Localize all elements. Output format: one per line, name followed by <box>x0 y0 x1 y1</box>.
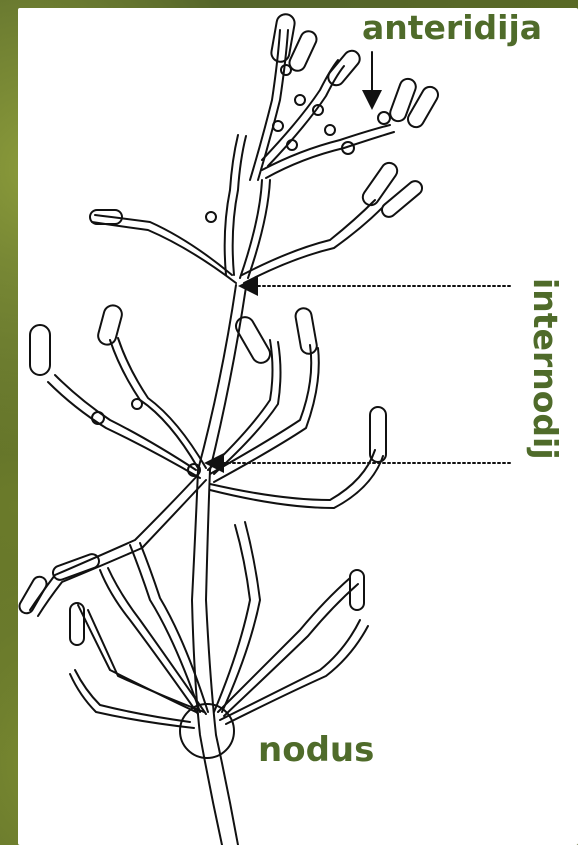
antheridia-label: anteridija <box>362 8 542 47</box>
bottom-whorl <box>70 522 368 728</box>
internode-label: internodij <box>526 278 565 460</box>
middle-whorl <box>30 303 386 508</box>
main-stem <box>192 285 246 845</box>
node-label: nodus <box>258 730 374 770</box>
